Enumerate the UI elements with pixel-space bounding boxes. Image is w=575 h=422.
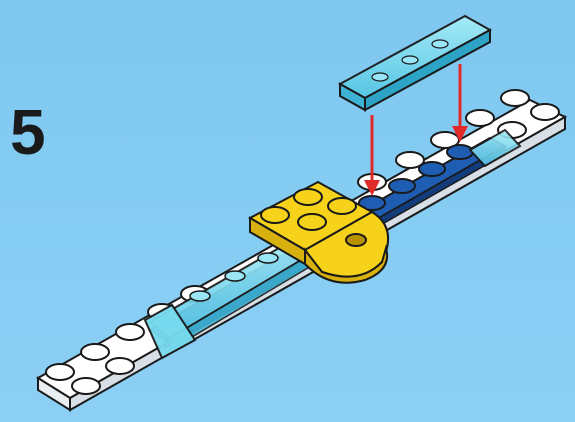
blue-studs [358,144,474,211]
red-down-arrow-icon [364,115,380,196]
trans-tile-to-place [337,14,493,112]
trans-canopy-left [143,234,320,360]
step-number: 5 [10,96,46,168]
red-down-arrow-icon [452,64,468,142]
yellow-plate [247,180,390,284]
white-studs-left [45,285,210,395]
trans-slope-right [468,128,522,168]
